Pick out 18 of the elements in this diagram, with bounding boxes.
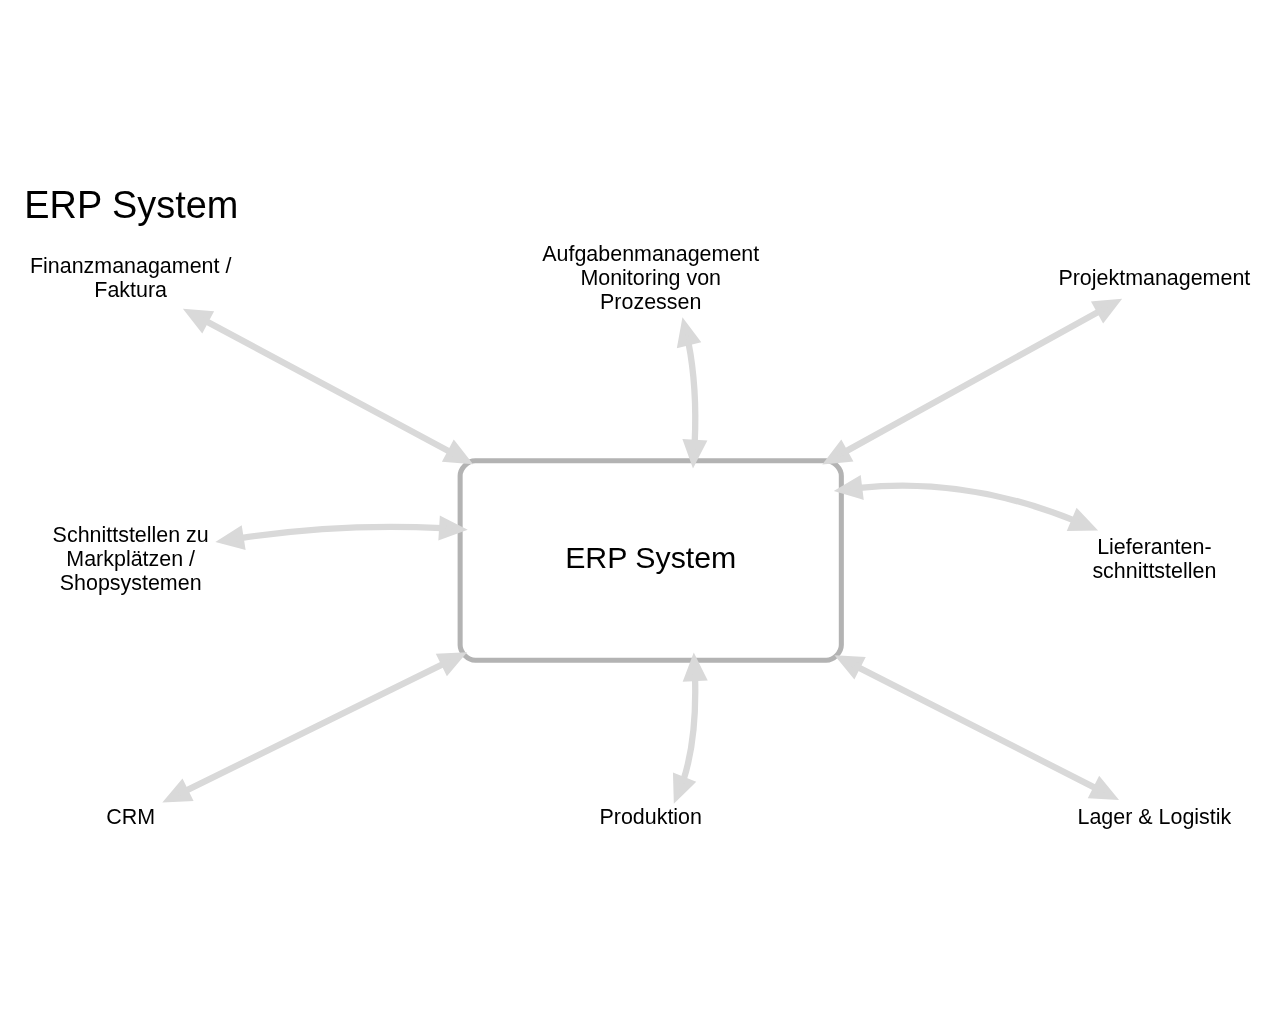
diagram-title: ERP System bbox=[24, 183, 239, 226]
arrow bbox=[162, 651, 468, 802]
node-text: Lieferanten- schnittstellen bbox=[1092, 534, 1217, 583]
node-text: Produktion bbox=[599, 804, 702, 829]
node-text: Projektmanagement bbox=[1058, 265, 1251, 290]
arrow bbox=[676, 316, 708, 468]
node-text: Schnittstellen zu Markplätzen / Shopsystemen bbox=[52, 522, 209, 595]
node-text: Finanzmanagament / Faktura bbox=[29, 253, 232, 302]
arrow bbox=[182, 308, 474, 464]
node-text: CRM bbox=[106, 804, 156, 829]
node-box: ERP System bbox=[457, 457, 844, 663]
arrow bbox=[833, 474, 1099, 531]
arrow bbox=[822, 298, 1123, 464]
node-text: Aufgabenmanagement Monitoring von Prozessen bbox=[542, 241, 760, 314]
node-text: Lager & Logistik bbox=[1077, 804, 1232, 829]
arrow bbox=[215, 514, 468, 550]
arrow bbox=[834, 654, 1120, 800]
arrow bbox=[672, 652, 708, 804]
